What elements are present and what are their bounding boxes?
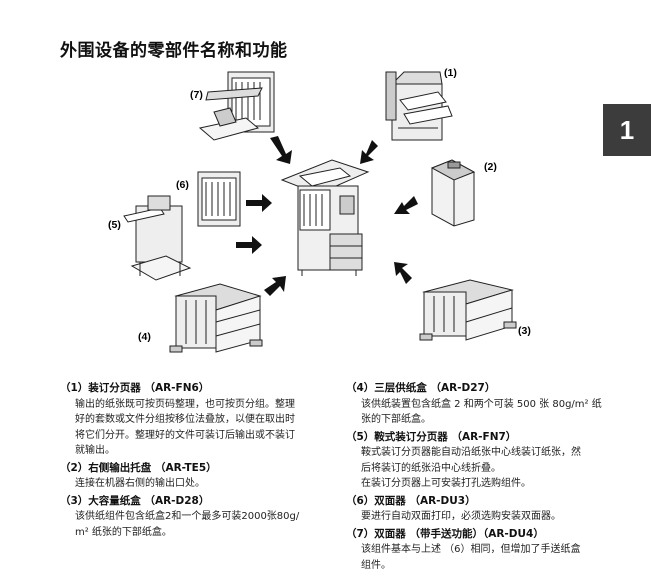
- part-item-1: （1）装订分页器 （AR-FN6） 输出的纸张既可按页码整理，也可按页分组。整理…: [60, 381, 328, 459]
- part-desc-line: 鞍式装订分页器能自动沿纸张中心线装订纸张，然: [361, 447, 581, 458]
- device-ar-du4-illustration: [198, 71, 275, 141]
- part-heading: （2）右侧输出托盘 （AR-TE5）: [60, 461, 217, 474]
- callout-6: (6): [176, 179, 189, 191]
- peripherals-illustration: (7) (1) (2) (6) (5) (4) (3): [108, 67, 531, 353]
- part-heading: （7）双面器 （带手送功能）（AR-DU4）: [346, 527, 544, 540]
- part-item-7: （7）双面器 （带手送功能）（AR-DU4） 该组件基本与上述 （6）相同，但增…: [346, 527, 608, 574]
- part-desc-line: 要进行自动双面打印，必须选购安装双面器。: [361, 511, 561, 522]
- arrow-7: [270, 136, 292, 164]
- part-item-5: （5）鞍式装订分页器 （AR-FN7） 鞍式装订分页器能自动沿纸张中心线装订纸张…: [346, 430, 608, 492]
- part-item-6: （6）双面器 （AR-DU3） 要进行自动双面打印，必须选购安装双面器。: [346, 494, 608, 525]
- part-heading: （5）鞍式装订分页器 （AR-FN7）: [346, 430, 517, 443]
- part-desc-line: 该组件基本与上述 （6）相同，但增加了手送纸盒: [361, 544, 581, 555]
- part-desc-line: 就输出。: [75, 445, 115, 456]
- part-desc-line: 该供纸装置包含纸盒 2 和两个可装 500 张 80g/m² 纸: [361, 398, 602, 410]
- device-ar-te5-illustration: [430, 159, 476, 227]
- callout-5: (5): [108, 219, 121, 231]
- chapter-tab: 1: [603, 104, 651, 156]
- copier-main-illustration: [280, 159, 370, 276]
- part-desc-line: 张的下部纸盒。: [361, 414, 431, 425]
- device-ar-fn7-illustration: [123, 195, 192, 281]
- arrow-6: [246, 194, 272, 212]
- arrow-4: [264, 276, 286, 296]
- device-ar-fn6-illustration: [385, 71, 453, 141]
- part-heading: （3）大容量纸盒 （AR-D28）: [60, 494, 210, 507]
- callout-3: (3): [518, 325, 531, 337]
- device-ar-d28-illustration: [419, 279, 517, 341]
- part-desc-line: m² 纸张的下部纸盒。: [75, 526, 172, 538]
- arrow-2: [394, 196, 418, 214]
- callout-7: (7): [190, 89, 203, 101]
- part-desc-line: 连接在机器右侧的输出口处。: [75, 478, 205, 489]
- arrow-3: [394, 262, 412, 284]
- callout-4: (4): [138, 331, 151, 343]
- part-desc-line: 组件。: [361, 559, 391, 571]
- device-ar-du3-illustration: [197, 171, 241, 227]
- part-desc-line: 将它们分开。整理好的文件可装订后输出或不装订: [75, 429, 295, 441]
- part-desc-line: 输出的纸张既可按页码整理，也可按页分组。整理: [75, 398, 295, 410]
- parts-list-left: （1）装订分页器 （AR-FN6） 输出的纸张既可按页码整理，也可按页分组。整理…: [60, 381, 328, 542]
- part-desc-line: 该供纸组件包含纸盒2和一个最多可装2000张80g/: [75, 511, 300, 522]
- part-heading: （4）三层供纸盒 （AR-D27）: [346, 382, 496, 394]
- page-title: 外围设备的零部件名称和功能: [60, 41, 288, 61]
- part-desc-line: 在装订分页器上可安装打孔选购组件。: [361, 478, 531, 489]
- device-ar-d27-illustration: [169, 283, 263, 353]
- part-item-4: （4）三层供纸盒 （AR-D27） 该供纸装置包含纸盒 2 和两个可装 500 …: [346, 381, 608, 428]
- arrow-5: [236, 236, 262, 254]
- part-heading: （6）双面器 （AR-DU3）: [346, 494, 476, 507]
- part-heading: （1）装订分页器 （AR-FN6）: [60, 382, 210, 394]
- arrow-1: [360, 140, 378, 164]
- parts-list-right: （4）三层供纸盒 （AR-D27） 该供纸装置包含纸盒 2 和两个可装 500 …: [346, 381, 608, 575]
- part-item-3: （3）大容量纸盒 （AR-D28） 该供纸组件包含纸盒2和一个最多可装2000张…: [60, 494, 328, 541]
- part-item-2: （2）右侧输出托盘 （AR-TE5） 连接在机器右侧的输出口处。: [60, 461, 328, 492]
- part-desc-line: 后将装订的纸张沿中心线折叠。: [361, 462, 501, 474]
- callout-2: (2): [484, 161, 497, 173]
- part-desc-line: 好的套数或文件分组按移位法叠放，以便在取出时: [75, 414, 295, 425]
- callout-1: (1): [444, 67, 457, 79]
